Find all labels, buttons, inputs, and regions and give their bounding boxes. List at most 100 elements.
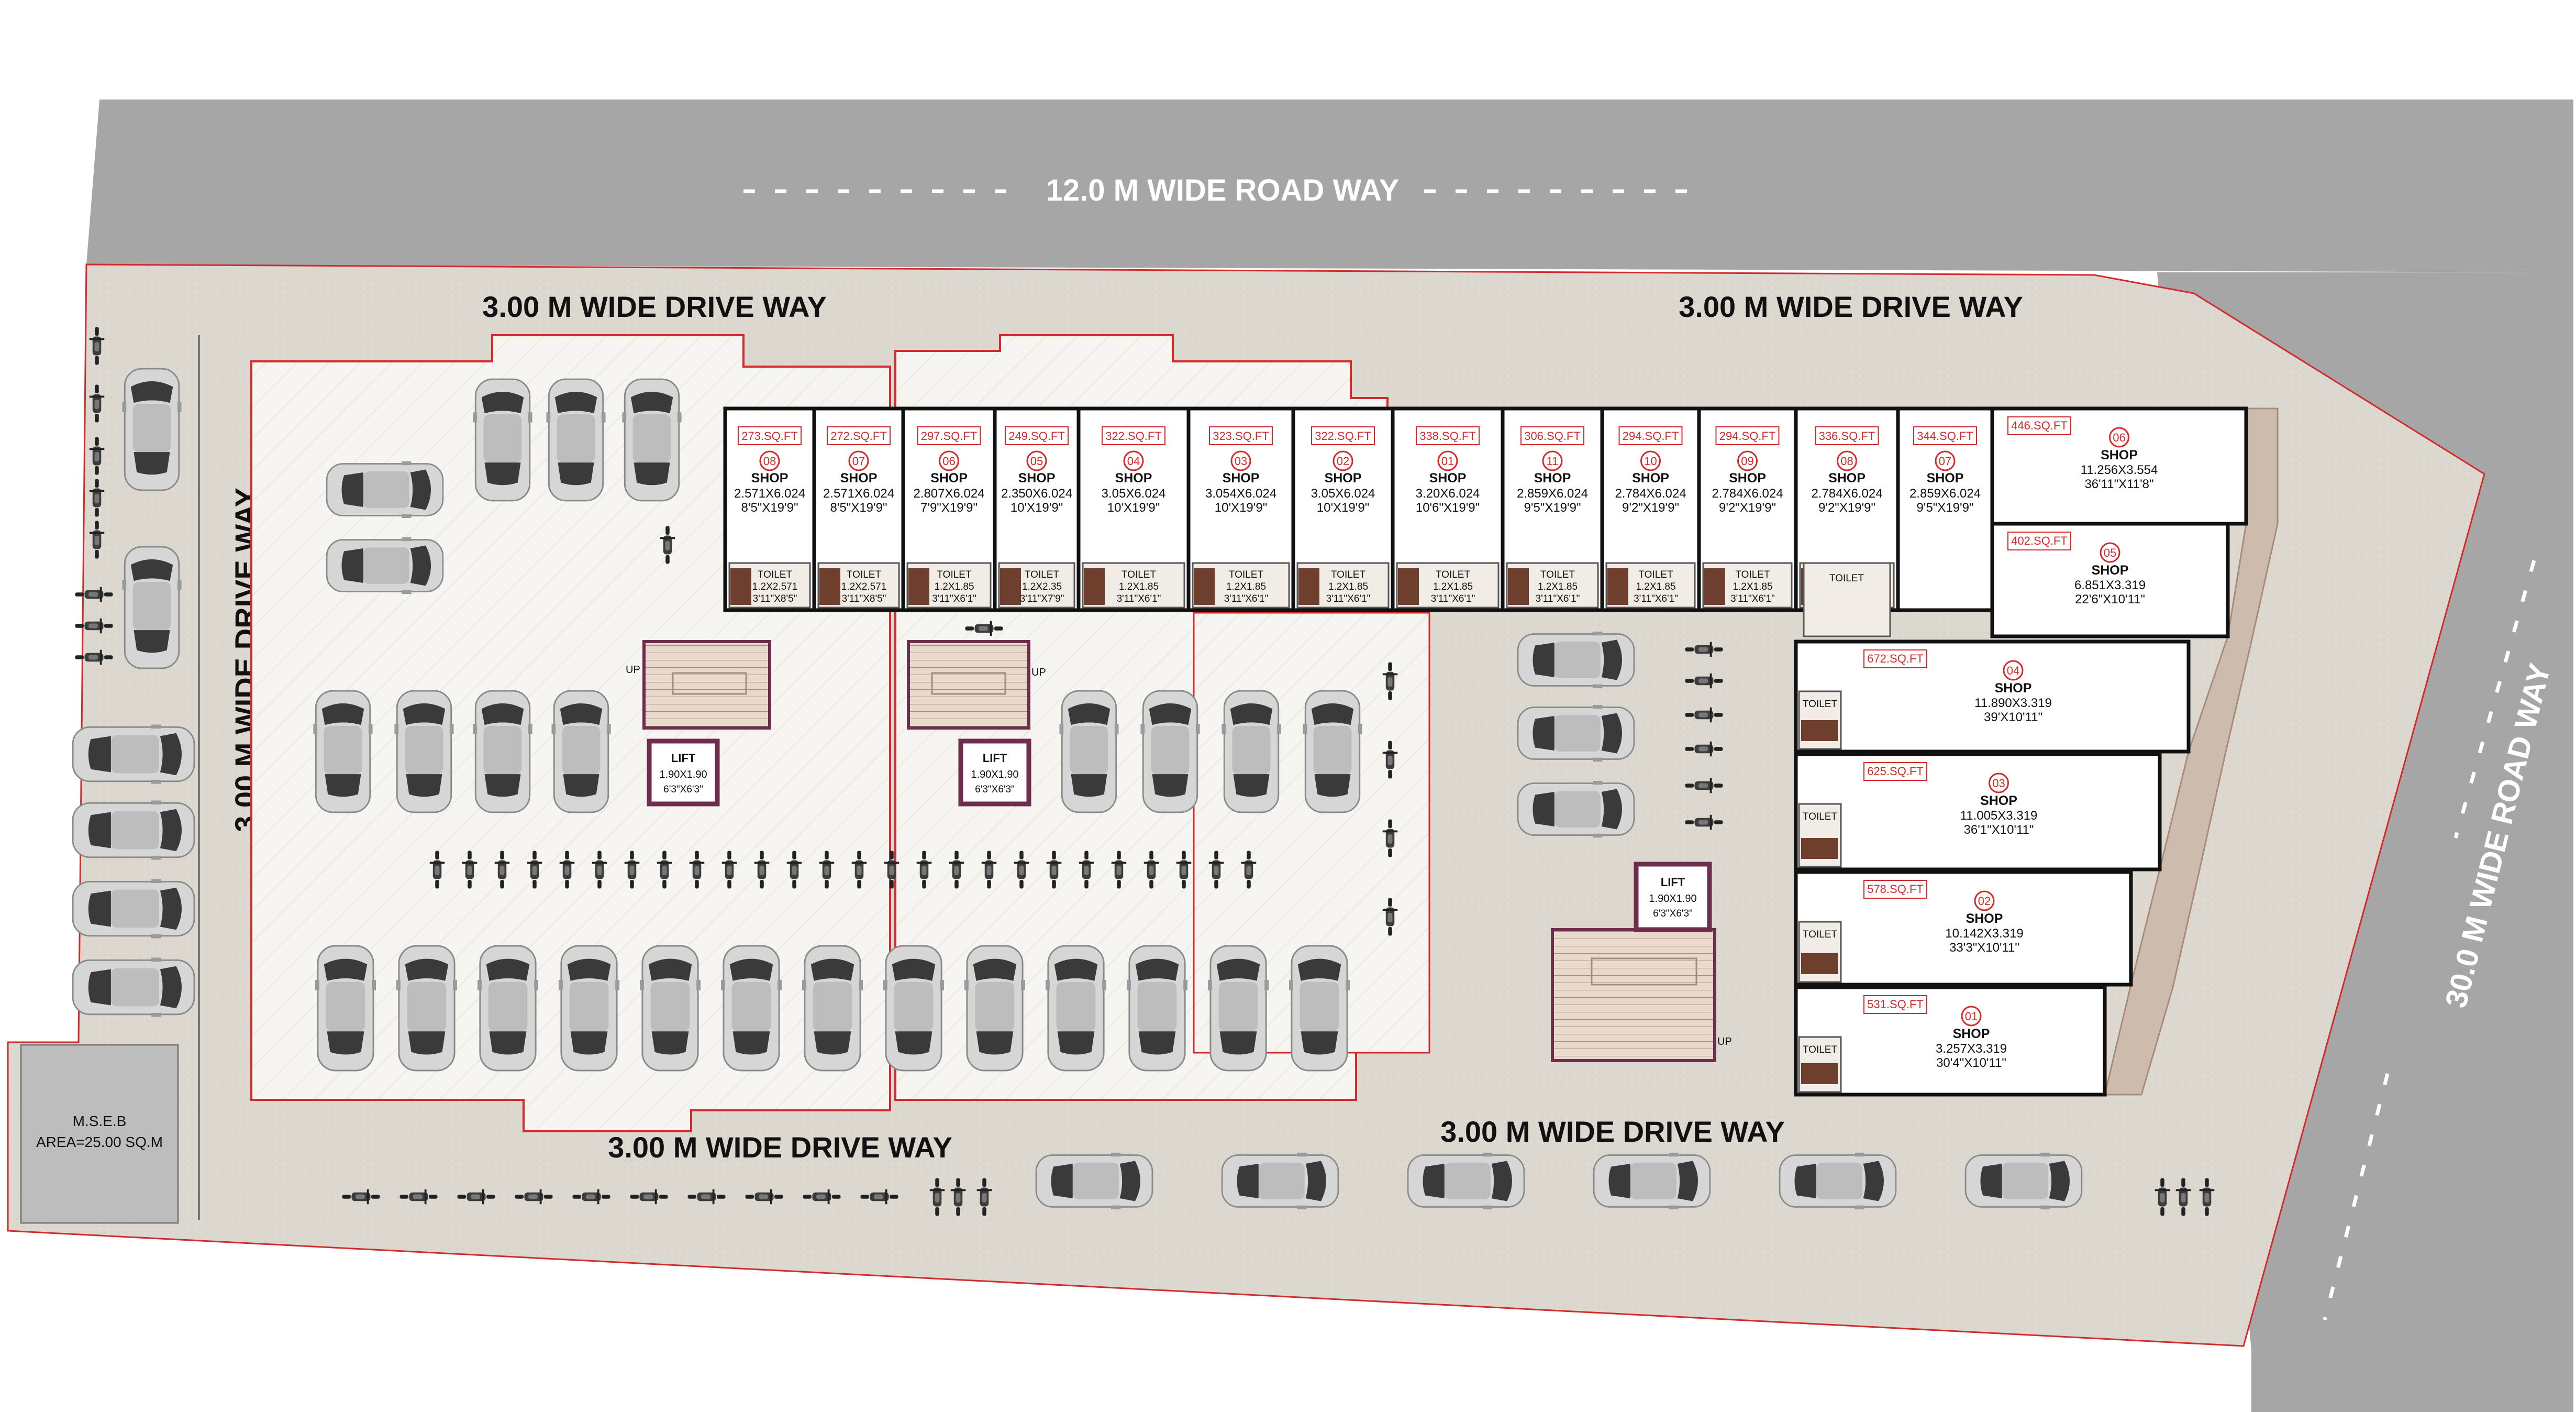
shop-area-tag: 446.SQ.FT <box>2011 419 2068 432</box>
toilet-label: TOILET <box>1122 569 1157 580</box>
shop-number-circle <box>848 450 869 471</box>
shop-dimension-ft: 9'2"X19'9" <box>1719 501 1776 515</box>
shop-number-circle <box>1989 773 2009 793</box>
shop-area-tag: 297.SQ.FT <box>921 429 978 443</box>
shop-wall <box>1794 752 2162 872</box>
car-icon <box>1059 690 1119 813</box>
mseb-area: AREA=25.00 SQ.M <box>36 1134 163 1150</box>
shop-label: SHOP <box>1223 471 1260 486</box>
car-icon <box>121 368 182 491</box>
shop-area-tag: 336.SQ.FT <box>1819 429 1875 443</box>
toilet-door <box>1084 568 1105 605</box>
shop-number: 08 <box>1840 455 1853 468</box>
toilet-door <box>1194 568 1215 605</box>
drive-way-label-bottom-left: 3.00 M WIDE DRIVE WAY <box>608 1131 952 1164</box>
shop-number-circle <box>1961 1006 1982 1027</box>
toilet-size-ft: 3'11"X8'5" <box>753 593 797 604</box>
toilet-label: TOILET <box>1803 1044 1838 1055</box>
car-icon <box>1045 945 1107 1072</box>
toilet-size-ft: 3'11"X6'1" <box>1117 593 1161 604</box>
area-tag-box <box>1102 426 1165 445</box>
toilet-size: 1.2X2.571 <box>841 581 887 592</box>
road-12m-top <box>86 100 2573 272</box>
area-tag-box <box>917 426 981 445</box>
shop-area-tag: 272.SQ.FT <box>830 429 887 443</box>
shop-label: SHOP <box>1953 1027 1990 1041</box>
car-icon <box>621 378 682 502</box>
shop-number-circle <box>1123 450 1144 471</box>
shop-label: SHOP <box>1927 471 1964 486</box>
car-icon <box>472 378 533 502</box>
toilet-label: TOILET <box>847 569 882 580</box>
car-icon <box>802 945 863 1072</box>
shop-label: SHOP <box>1018 471 1056 486</box>
toilet-label: TOILET <box>1803 929 1838 940</box>
shop-label: SHOP <box>930 471 968 486</box>
area-tag-box <box>1863 995 1927 1014</box>
right-shop-unit: 625.SQ.FT03SHOP11.005X3.31936'1"X10'11"T… <box>1794 752 2162 872</box>
shop-dimension-ft: 8'5"X19'9" <box>830 501 887 515</box>
shop-number: 03 <box>1992 777 2005 790</box>
shop-number: 07 <box>1939 455 1951 468</box>
area-tag-box <box>738 426 802 445</box>
right-shop-unit: 531.SQ.FT01SHOP3.257X3.31930'4"X10'11"TO… <box>1794 985 2107 1097</box>
area-tag-box <box>2007 416 2071 435</box>
toilet-label: TOILET <box>1735 569 1770 580</box>
car-icon <box>315 945 376 1072</box>
shop-dimension: 11.005X3.319 <box>1960 809 2038 823</box>
car-icon <box>1289 945 1350 1072</box>
shop-area-tag: 273.SQ.FT <box>741 429 798 443</box>
shop-dimension-ft: 39'X10'11" <box>1984 710 2042 724</box>
lift-mid-size: 1.90X1.90 <box>971 769 1018 780</box>
car-icon <box>72 878 195 939</box>
stair-left-up: UP <box>626 664 640 676</box>
shop-number: 02 <box>1978 895 1991 908</box>
shop-number-circle <box>1837 450 1857 471</box>
top-shop-unit: 297.SQ.FT06SHOP2.807X6.0247'9"X19'9"TOIL… <box>901 406 997 612</box>
car-icon <box>1407 1152 1525 1210</box>
shop-label: SHOP <box>1534 471 1571 486</box>
shop-wall <box>1794 870 2133 987</box>
toilet-door <box>1000 568 1021 605</box>
toilet-size: 1.2X1.85 <box>1119 581 1159 592</box>
shop-area-tag: 249.SQ.FT <box>1008 429 1065 443</box>
shop-number-circle <box>2100 542 2120 563</box>
shop-number: 11 <box>1547 455 1559 468</box>
toilet-box <box>1803 562 1891 637</box>
lift-right-size: 1.90X1.90 <box>1649 893 1696 904</box>
shop-label: SHOP <box>1980 793 2017 808</box>
top-shop-unit: 322.SQ.FT04SHOP3.05X6.02410'X19'9"TOILET… <box>1076 406 1191 612</box>
lift-right-label: LIFT <box>1661 876 1685 889</box>
top-shop-unit: 249.SQ.FT05SHOP2.350X6.02410'X19'9"TOILE… <box>993 406 1081 612</box>
car-icon <box>1126 945 1188 1072</box>
shop-number-circle <box>2109 427 2129 448</box>
car-icon <box>639 945 701 1072</box>
shop-dimension: 11.256X3.554 <box>2081 463 2158 477</box>
car-icon <box>1035 1152 1153 1210</box>
shop-number: 07 <box>852 455 865 468</box>
toilet-size-ft: 3'11"X6'1" <box>1224 593 1269 604</box>
shop-number-circle <box>1974 890 1995 911</box>
shop-number-circle <box>2003 660 2024 681</box>
toilet-label: TOILET <box>1803 811 1838 822</box>
shop-dimension: 3.05X6.024 <box>1102 487 1166 501</box>
car-icon <box>1517 631 1635 689</box>
toilet-label: TOILET <box>1331 569 1366 580</box>
toilet-size: 1.2X2.571 <box>752 581 798 592</box>
lift-left-label: LIFT <box>671 752 696 765</box>
toilet-door <box>1801 953 1838 974</box>
shop-label: SHOP <box>2101 448 2138 462</box>
area-tag-box <box>1311 426 1375 445</box>
car-icon <box>72 800 195 861</box>
shop-dimension: 3.20X6.024 <box>1416 487 1480 501</box>
car-icon <box>883 945 945 1072</box>
shop-wall <box>1794 985 2107 1097</box>
toilet-label: TOILET <box>1540 569 1575 580</box>
shop-number-circle <box>1230 450 1251 471</box>
shop-dimension-ft: 9'2"X19'9" <box>1622 501 1679 515</box>
shop-number: 05 <box>2104 546 2116 559</box>
top-shop-unit: 273.SQ.FT08SHOP2.571X6.0248'5"X19'9"TOIL… <box>723 406 816 612</box>
shop-dimension-ft: 22'6"X10'11" <box>2075 592 2145 606</box>
top-shop-unit: 338.SQ.FT01SHOP3.20X6.02410'6"X19'9"TOIL… <box>1391 406 1505 612</box>
